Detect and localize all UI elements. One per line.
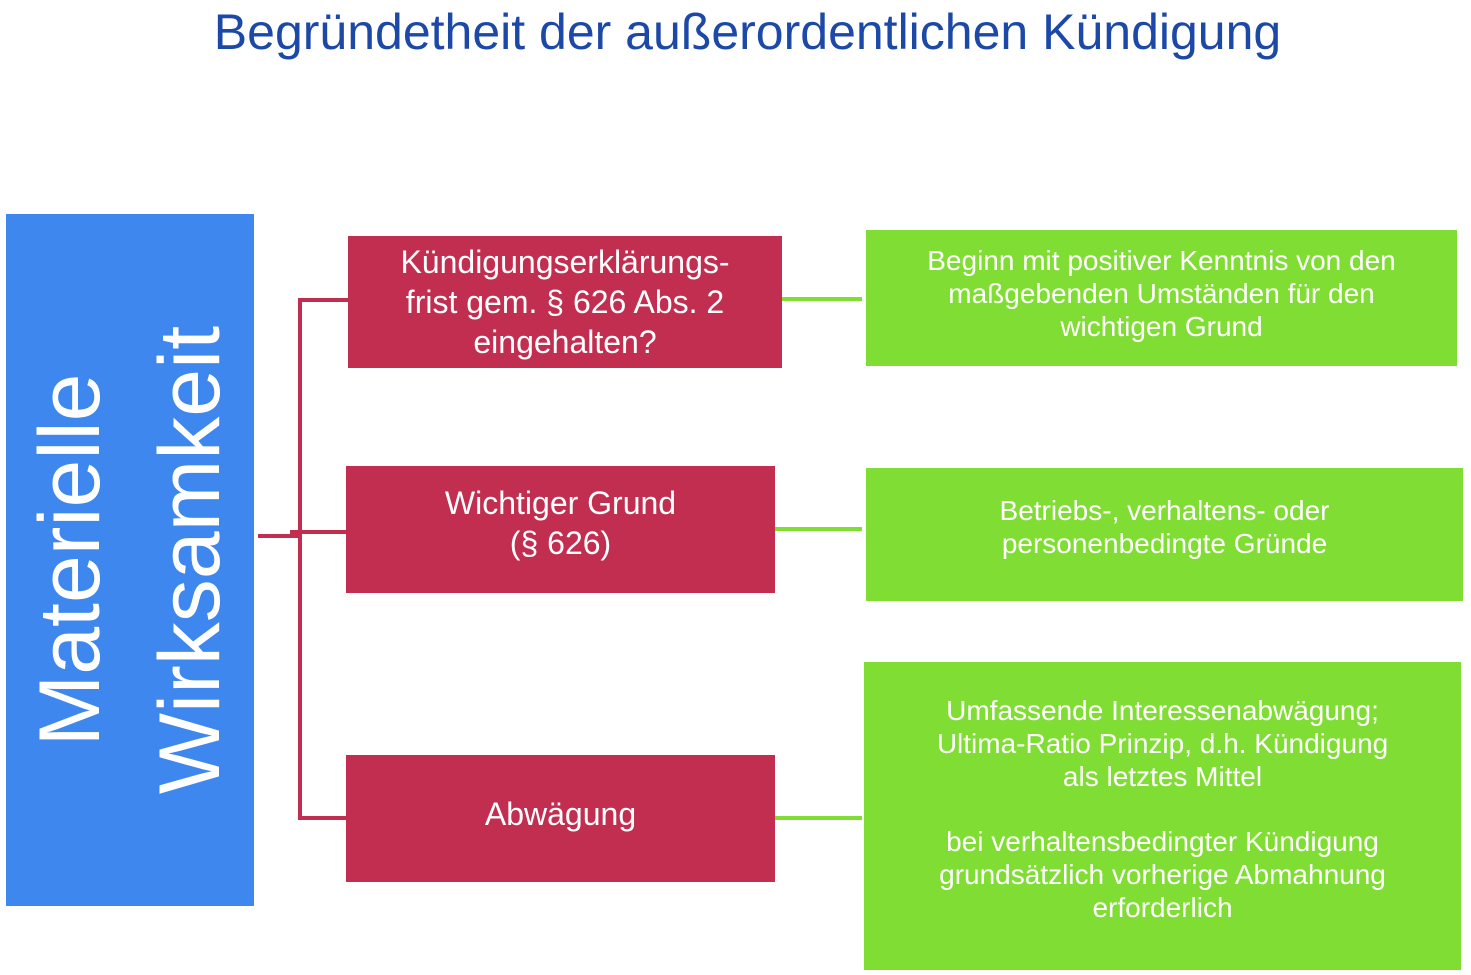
red-box-frist: Kündigungserklärungs- frist gem. § 626 A… bbox=[348, 236, 782, 368]
green-box-kenntnis: Beginn mit positiver Kenntnis von den ma… bbox=[866, 230, 1457, 366]
red-box-abwaegung: Abwägung bbox=[346, 755, 775, 882]
red-box-wichtiger-grund-text: Wichtiger Grund (§ 626) bbox=[444, 484, 677, 561]
green-box-kenntnis-text: Beginn mit positiver Kenntnis von den ma… bbox=[927, 245, 1396, 342]
materielle-wirksamkeit-box: Materielle Wirksamkeit bbox=[6, 214, 254, 906]
green-box-abmahnung-text: bei verhaltensbedingter Kündigung grunds… bbox=[939, 826, 1386, 923]
red-box-abwaegung-text: Abwägung bbox=[484, 795, 637, 832]
green-box-gruende: Betriebs-, verhaltens- oder personenbedi… bbox=[866, 468, 1463, 601]
green-box-interessenabwaegung: Umfassende Interessenabwägung; Ultima-Ra… bbox=[864, 662, 1461, 970]
green-connectors bbox=[775, 297, 862, 820]
red-box-frist-text: Kündigungserklärungs- frist gem. § 626 A… bbox=[400, 244, 730, 360]
left-label-line-2: Wirksamkeit bbox=[142, 325, 238, 795]
bracket-connector bbox=[258, 298, 348, 820]
page-title: Begründetheit der außerordentlichen Künd… bbox=[213, 4, 1282, 60]
green-box-gruende-text: Betriebs-, verhaltens- oder personenbedi… bbox=[999, 495, 1330, 559]
left-label: Materielle Wirksamkeit bbox=[10, 326, 250, 794]
red-box-wichtiger-grund: Wichtiger Grund (§ 626) bbox=[346, 466, 775, 593]
green-box-interessenabwaegung-text: Umfassende Interessenabwägung; Ultima-Ra… bbox=[936, 695, 1389, 792]
left-label-line-1: Materielle bbox=[22, 373, 118, 747]
